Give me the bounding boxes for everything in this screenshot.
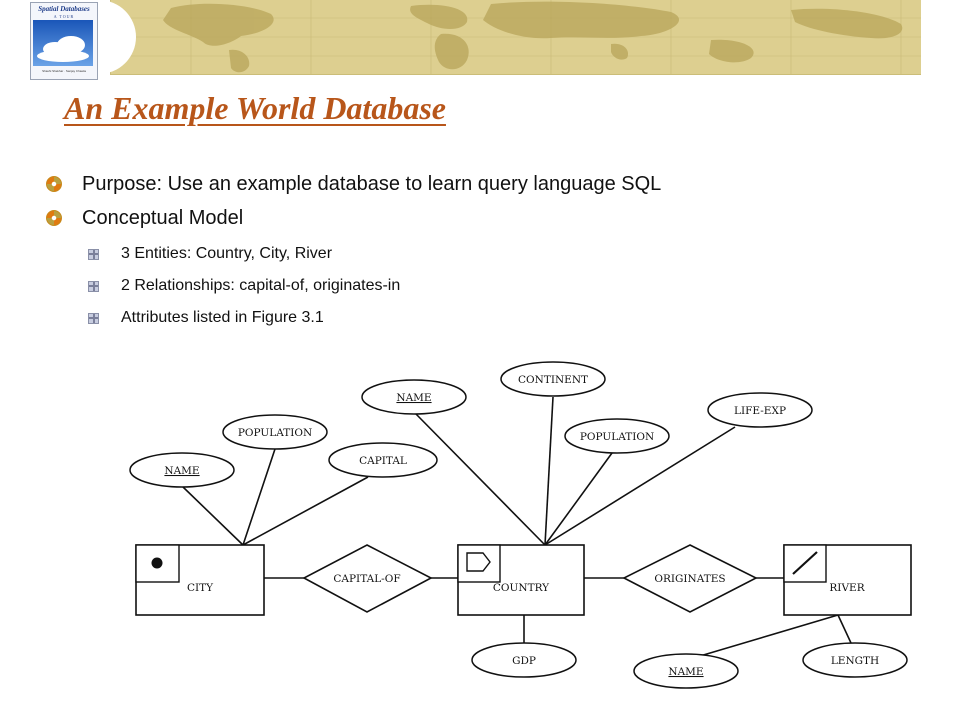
attr-city-name-label: NAME xyxy=(164,465,199,477)
attr-country-life-exp-label: LIFE-EXP xyxy=(734,405,786,417)
sub-bullet-entities: 3 Entities: Country, City, River xyxy=(88,243,332,265)
entity-country: COUNTRY xyxy=(457,544,585,616)
connector-country-life-exp xyxy=(544,426,736,546)
world-map-banner xyxy=(110,0,921,75)
relationship-originates-label: ORIGINATES xyxy=(654,573,725,585)
connector-river-length xyxy=(837,614,852,644)
attr-country-population-label: POPULATION xyxy=(580,431,654,443)
relationship-capital-of-label: CAPITAL-OF xyxy=(333,573,400,585)
bullet-conceptual-model: Conceptual Model xyxy=(46,203,243,233)
sub-bullet-attributes: Attributes listed in Figure 3.1 xyxy=(88,307,324,329)
attr-river-length-label: LENGTH xyxy=(831,655,879,667)
attr-country-gdp-label: GDP xyxy=(512,655,536,667)
connector-country-population xyxy=(544,452,613,546)
sub-bullet-icon xyxy=(88,280,99,292)
sub-bullet-icon xyxy=(88,248,99,260)
relationship-originates: ORIGINATES xyxy=(622,544,758,613)
connector-city-population xyxy=(242,448,276,546)
attr-country-life-exp xyxy=(707,392,813,428)
header-band: Spatial Databases A TOUR Shashi Shekhar … xyxy=(0,0,960,80)
connector-country-name xyxy=(414,412,546,546)
attr-city-capital xyxy=(328,442,438,478)
attr-city-capital-label: CAPITAL xyxy=(359,455,407,467)
entity-country-label: COUNTRY xyxy=(493,582,550,594)
connector-river-name xyxy=(699,614,839,657)
sub-bullet-text: 2 Relationships: capital-of, originates-… xyxy=(121,277,401,294)
entity-city: CITY xyxy=(135,544,265,616)
book-title: Spatial Databases xyxy=(38,5,90,13)
connector-city-capital xyxy=(242,476,369,546)
attr-city-population xyxy=(222,414,328,450)
attr-country-name-label: NAME xyxy=(396,392,431,404)
country-symbol-box xyxy=(457,544,501,583)
polygon-icon xyxy=(466,552,491,572)
sub-bullet-icon xyxy=(88,312,99,324)
book-cover-sky-image xyxy=(33,20,93,66)
attr-country-continent-label: CONTINENT xyxy=(518,374,588,386)
attr-country-continent xyxy=(500,361,606,397)
bullet-icon xyxy=(46,210,62,226)
attr-city-name xyxy=(129,452,235,488)
sub-bullet-text: Attributes listed in Figure 3.1 xyxy=(121,309,324,326)
book-authors: Shashi Shekhar · Sanjay Chawla xyxy=(42,69,86,73)
slide-title: An Example World Database xyxy=(64,90,446,126)
bullet-icon xyxy=(46,176,62,192)
attr-river-name-label: NAME xyxy=(668,666,703,678)
attr-country-name xyxy=(361,379,467,415)
sub-bullet-relationships: 2 Relationships: capital-of, originates-… xyxy=(88,275,400,297)
attr-country-population xyxy=(564,418,670,454)
line-icon xyxy=(792,551,818,575)
attr-river-name xyxy=(633,653,739,689)
bullet-purpose: Purpose: Use an example database to lear… xyxy=(46,169,661,199)
entity-river: RIVER xyxy=(783,544,912,616)
entity-river-label: RIVER xyxy=(829,582,865,594)
connector-country-continent xyxy=(544,396,554,546)
connector-city-name xyxy=(182,486,244,546)
attr-city-population-label: POPULATION xyxy=(238,427,312,439)
book-subtitle: A TOUR xyxy=(53,14,75,19)
point-icon xyxy=(151,557,163,569)
sub-bullet-text: 3 Entities: Country, City, River xyxy=(121,245,333,262)
book-cover-logo: Spatial Databases A TOUR Shashi Shekhar … xyxy=(30,2,98,80)
bullet-text: Conceptual Model xyxy=(82,206,244,229)
world-map-graphic xyxy=(111,0,921,74)
attr-country-gdp xyxy=(471,642,577,678)
attr-river-length xyxy=(802,642,908,678)
entity-city-label: CITY xyxy=(187,582,214,594)
bullet-text: Purpose: Use an example database to lear… xyxy=(82,172,662,195)
relationship-capital-of: CAPITAL-OF xyxy=(302,544,433,613)
